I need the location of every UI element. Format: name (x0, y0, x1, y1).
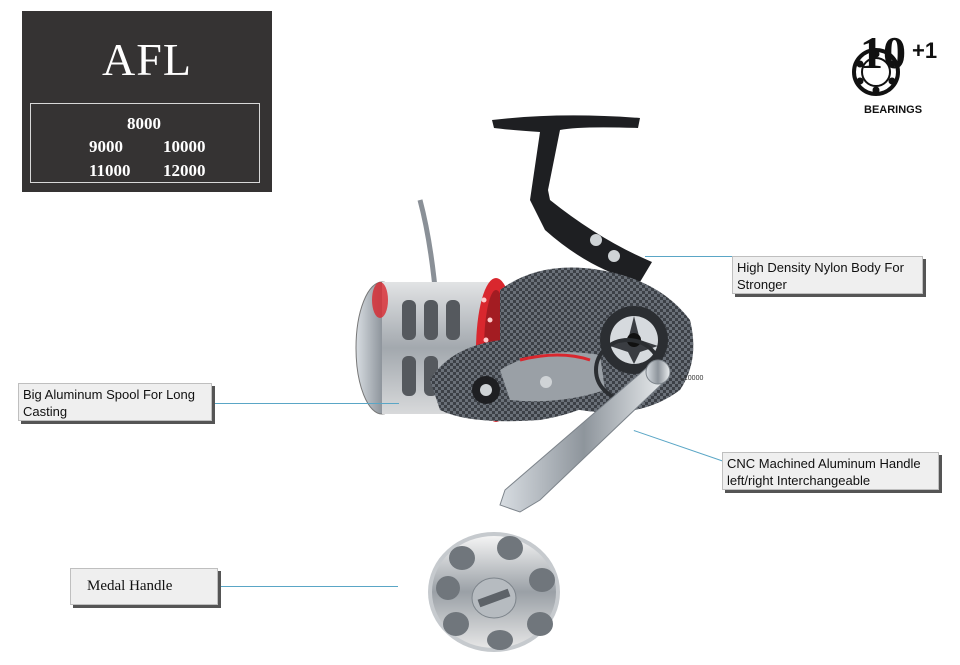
metal-handle-knob (428, 532, 560, 652)
bearings-badge: 10 +1 BEARINGS (850, 28, 950, 123)
reel-foot (492, 115, 652, 282)
bearing-icon (852, 48, 900, 96)
leader-spool (214, 403, 399, 404)
bearing-count: 10 (860, 27, 906, 78)
bearing-label: BEARINGS (864, 104, 923, 116)
callout-body: High Density Nylon Body For Stronger (732, 256, 923, 294)
size-list-box: 8000 9000 10000 11000 12000 (30, 103, 260, 183)
reel-model-mark: L10000 (680, 375, 703, 382)
size-8000: 8000 (127, 114, 161, 133)
size-9000: 9000 (89, 137, 123, 156)
size-10000: 10000 (163, 137, 206, 156)
callout-spool: Big Aluminum Spool For Long Casting (18, 383, 212, 421)
leader-body (645, 256, 735, 257)
size-row-3: 11000 12000 (31, 161, 259, 183)
size-row-1: 8000 (31, 114, 259, 136)
callout-handle: CNC Machined Aluminum Handle left/right … (722, 452, 939, 490)
handle-arm (499, 359, 671, 513)
model-name: AFL (102, 34, 192, 85)
size-row-2: 9000 10000 (31, 137, 259, 159)
size-12000: 12000 (163, 161, 206, 180)
model-title-panel: AFL 8000 9000 10000 11000 12000 (22, 11, 272, 192)
callout-knob: Medal Handle (70, 568, 218, 605)
leader-knob (220, 586, 398, 587)
size-11000: 11000 (89, 161, 131, 180)
bearing-plus: +1 (912, 38, 938, 63)
reel-body (430, 267, 694, 422)
